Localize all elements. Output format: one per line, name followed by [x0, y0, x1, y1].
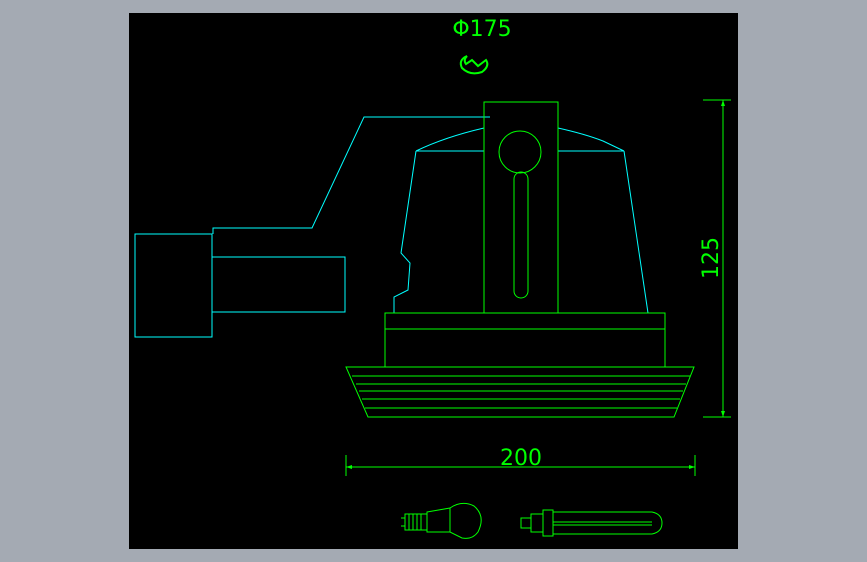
drawing-canvas[interactable]: Φ175 200 125 — [129, 13, 738, 549]
arm-tube — [211, 256, 346, 313]
wall-mount-block — [134, 233, 213, 338]
bulb-tube — [513, 171, 529, 299]
plan-view-symbol-icon — [459, 55, 489, 75]
diameter-label: Φ175 — [452, 17, 511, 42]
width-arrow-left — [346, 465, 352, 469]
base-plate — [384, 312, 666, 330]
height-label: 125 — [699, 237, 724, 279]
base-body — [384, 328, 666, 368]
width-label: 200 — [500, 446, 542, 471]
height-arrow-bottom — [721, 411, 725, 417]
diffuser — [345, 366, 695, 418]
bracket-arm — [212, 116, 490, 234]
bulb-globe — [498, 130, 542, 174]
drawing-svg: Φ175 200 125 — [134, 17, 731, 539]
width-arrow-right — [689, 465, 695, 469]
lamp-holder — [483, 101, 559, 314]
compact-fluorescent-icon — [520, 509, 663, 537]
housing-left-side — [393, 150, 417, 313]
housing-right-side — [623, 150, 649, 314]
height-arrow-top — [721, 100, 725, 106]
housing-dome — [415, 127, 625, 152]
screw-bulb-icon — [401, 502, 482, 539]
